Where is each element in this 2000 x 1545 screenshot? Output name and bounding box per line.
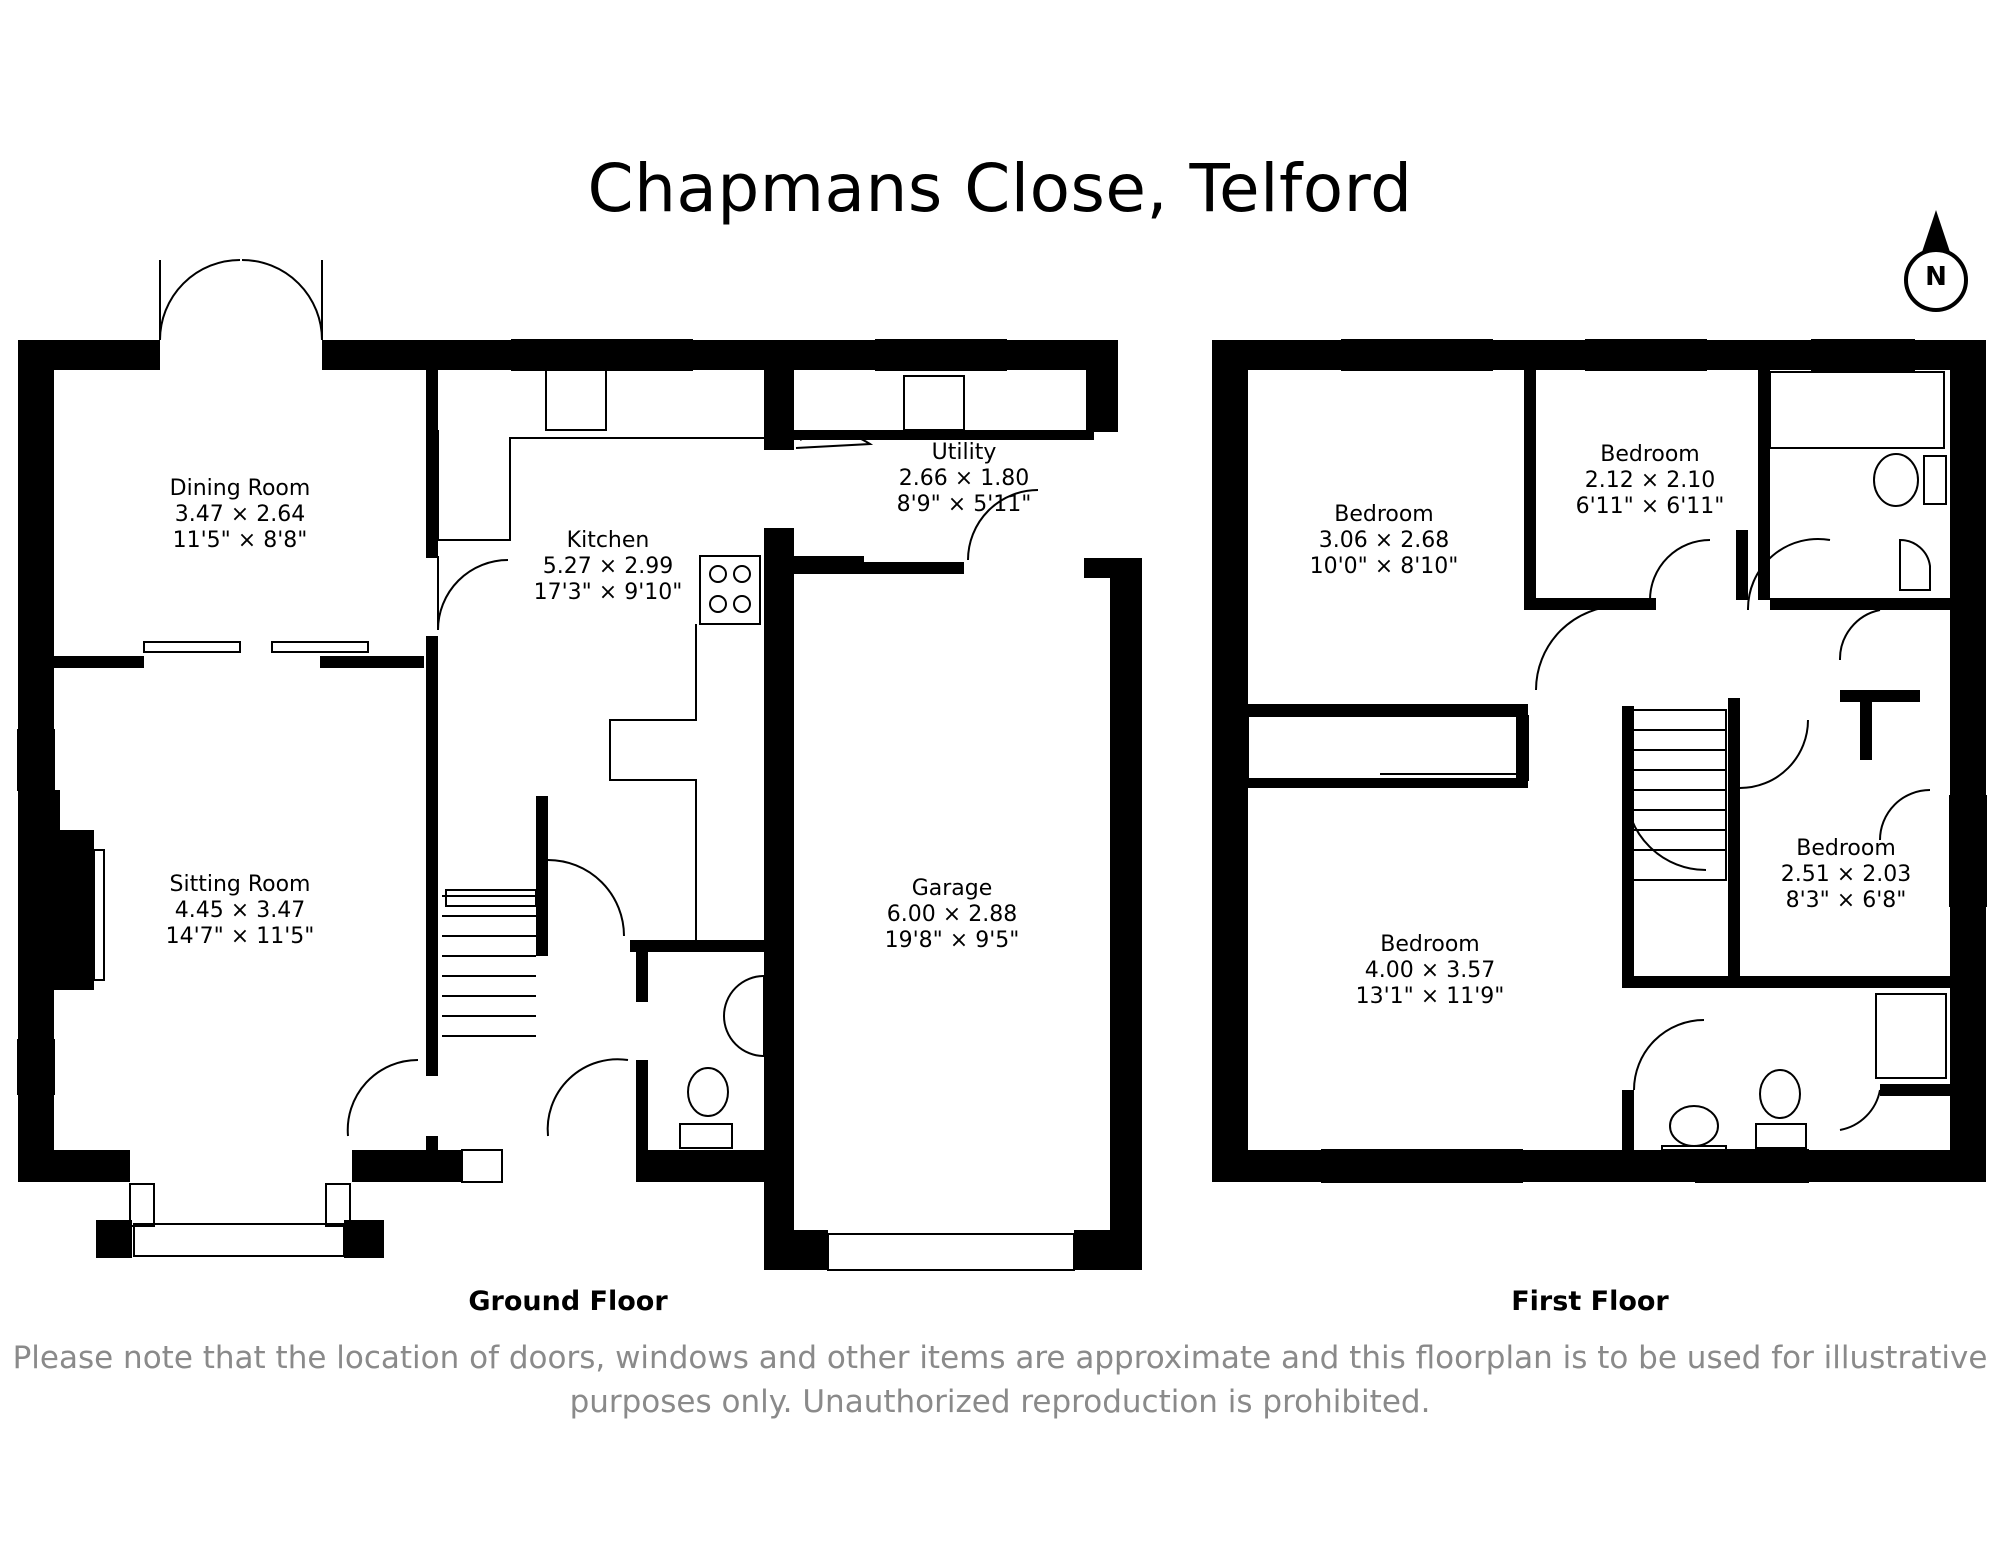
room-name: Sitting Room (169, 872, 311, 897)
room-bedroom-4: Bedroom 2.51 × 2.03 8'3" × 6'8" (1781, 836, 1911, 914)
disclaimer: Please note that the location of doors, … (0, 1336, 2000, 1424)
ground-stairs (442, 895, 536, 1037)
room-metric: 4.45 × 3.47 (174, 898, 306, 923)
room-garage: Garage 6.00 × 2.88 19'8" × 9'5" (885, 876, 1020, 954)
room-metric: 3.47 × 2.64 (174, 502, 306, 527)
room-name: Garage (911, 876, 993, 901)
room-name: Bedroom (1600, 442, 1700, 467)
room-utility: Utility 2.66 × 1.80 8'9" × 5'11" (897, 440, 1032, 518)
first-floor-walls (1212, 340, 1986, 1182)
room-imperial: 19'8" × 9'5" (884, 928, 1020, 953)
room-bedroom-2: Bedroom 2.12 × 2.10 6'11" × 6'11" (1576, 442, 1725, 520)
room-metric: 3.06 × 2.68 (1318, 528, 1450, 553)
room-kitchen: Kitchen 5.27 × 2.99 17'3" × 9'10" (534, 528, 683, 606)
room-name: Bedroom (1796, 836, 1896, 861)
room-imperial: 8'9" × 5'11" (896, 492, 1032, 517)
room-name: Dining Room (169, 476, 311, 501)
room-imperial: 10'0" × 8'10" (1309, 554, 1459, 579)
north-arrow (1904, 210, 1968, 312)
room-metric: 4.00 × 3.57 (1364, 958, 1496, 983)
room-imperial: 17'3" × 9'10" (533, 580, 683, 605)
plan-title: Chapmans Close, Telford (587, 150, 1413, 227)
first-floor-label: First Floor (1511, 1286, 1669, 1317)
room-sitting-room: Sitting Room 4.45 × 3.47 14'7" × 11'5" (166, 872, 315, 950)
room-imperial: 8'3" × 6'8" (1785, 888, 1907, 913)
room-name: Utility (931, 440, 997, 465)
room-name: Bedroom (1380, 932, 1480, 957)
room-imperial: 13'1" × 11'9" (1355, 984, 1505, 1009)
room-metric: 6.00 × 2.88 (886, 902, 1018, 927)
room-metric: 2.12 × 2.10 (1584, 468, 1716, 493)
ground-floor-walls (18, 340, 1142, 1270)
room-name: Bedroom (1334, 502, 1434, 527)
room-imperial: 6'11" × 6'11" (1575, 494, 1725, 519)
room-dining-room: Dining Room 3.47 × 2.64 11'5" × 8'8" (170, 476, 311, 554)
room-imperial: 11'5" × 8'8" (172, 528, 308, 553)
ground-floor-label: Ground Floor (468, 1286, 668, 1317)
room-metric: 2.66 × 1.80 (898, 466, 1030, 491)
north-label: N (1925, 262, 1947, 292)
disclaimer-line-2: purposes only. Unauthorized reproduction… (569, 1384, 1431, 1420)
disclaimer-line-1: Please note that the location of doors, … (12, 1340, 1988, 1376)
room-metric: 2.51 × 2.03 (1780, 862, 1912, 887)
fixtures-and-doors (17, 259, 1987, 1271)
room-bedroom-3: Bedroom 4.00 × 3.57 13'1" × 11'9" (1356, 932, 1505, 1010)
room-metric: 5.27 × 2.99 (542, 554, 674, 579)
room-bedroom-1: Bedroom 3.06 × 2.68 10'0" × 8'10" (1310, 502, 1459, 580)
room-name: Kitchen (566, 528, 650, 553)
room-imperial: 14'7" × 11'5" (165, 924, 315, 949)
